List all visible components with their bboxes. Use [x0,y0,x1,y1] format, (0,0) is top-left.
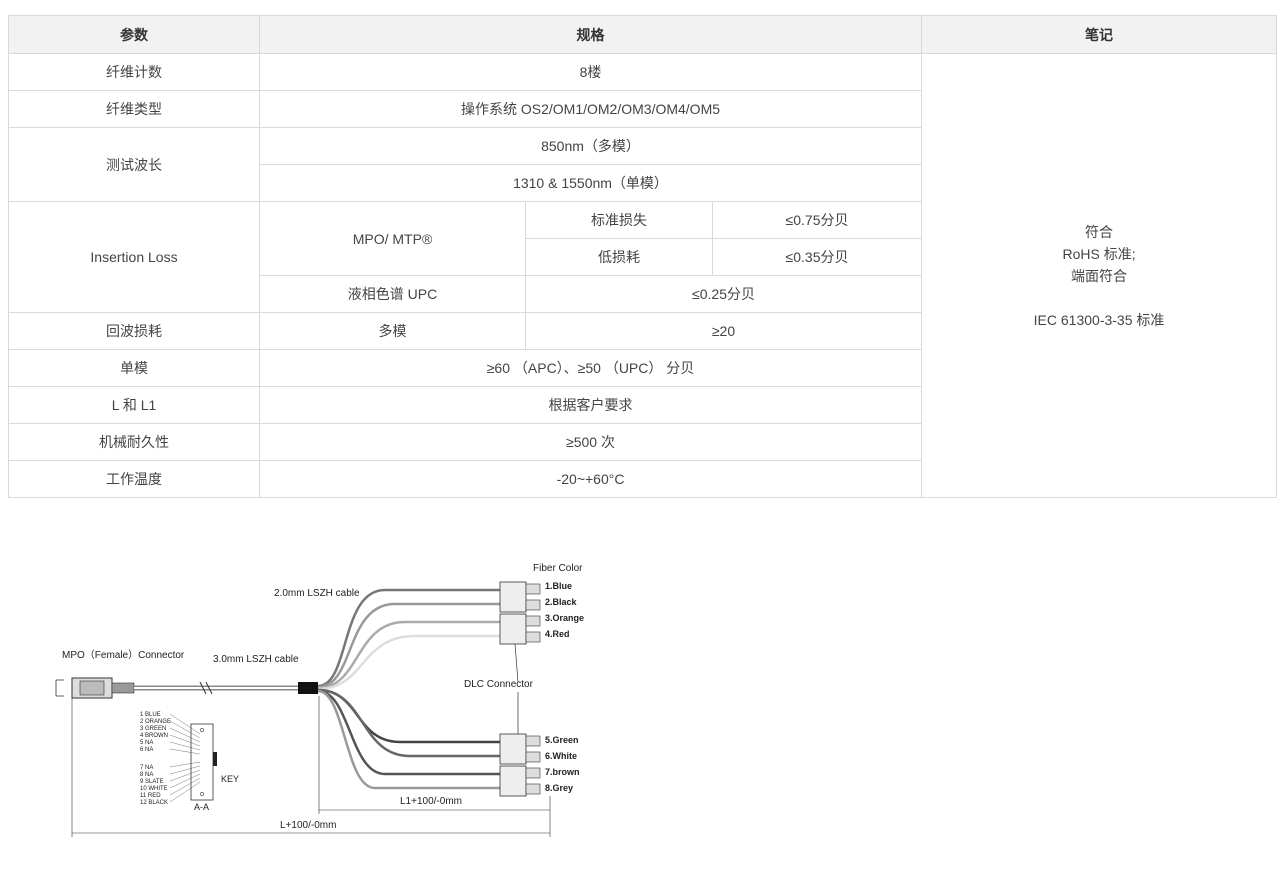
main-cable [134,681,318,695]
pinout-labels: 1 BLUE 2 ORANGE 3 GREEN 4 BROWN 5 NA 6 N… [140,712,171,806]
fiber-label-6: 6.White [545,751,577,761]
low-loss-label: 低损耗 [525,238,713,276]
fiber-label-5: 5.Green [545,735,579,745]
dlc-leader-lines [514,643,519,734]
pin-label: 7 NA [140,765,153,771]
pin-label: 3 GREEN [140,726,166,732]
pin-label: 6 NA [140,747,153,753]
cable-3mm-label: 3.0mm LSZH cable [213,654,299,665]
notes-cell: 符合 RoHS 标准; 端面符合 IEC 61300-3-35 标准 [921,53,1278,498]
table-row: 工作温度 -20~+60°C [8,460,1277,498]
return-loss-sub: 多模 [259,312,526,350]
return-loss-value: ≥20 [524,312,923,350]
aa-label: A-A [194,802,209,812]
dlc-connector-3 [499,733,541,765]
fiber-label-2: 2.Black [545,597,578,607]
mpo-connector-label: MPO（Female）Connector [62,649,185,661]
fiber-label-4: 4.Red [545,629,570,639]
pin-label: 2 ORANGE [140,719,171,725]
header-notes: 笔记 [921,15,1278,54]
pinout-block: KEY A-A [190,723,239,812]
dlc-connector-1 [499,581,541,613]
pin-label: 5 NA [140,740,153,746]
lc-upc-value: ≤0.25分贝 [524,275,923,313]
pin-label: 8 NA [140,772,153,778]
table-row: 纤维类型 操作系统 OS2/OM1/OM2/OM3/OM4/OM5 [8,90,1277,128]
standard-loss-value: ≤0.75分贝 [711,201,923,239]
key-label: KEY [221,774,239,784]
fiber-count-label: 纤维计数 [8,53,260,91]
table-row: 回波损耗 多模 ≥20 [8,312,1277,350]
cable-diagram: Fiber Color 2.0mm LSZH cable 3.0mm LSZH … [55,563,584,837]
dlc-connector-2 [499,613,541,645]
header-row: 参数 规格 笔记 [8,15,1278,54]
fanout-fibers [317,588,500,790]
single-mode-label: 单模 [8,349,260,387]
standard-loss-label: 标准损失 [525,201,713,239]
temperature-label: 工作温度 [8,460,260,498]
insertion-loss-mpo: MPO/ MTP® [259,201,526,276]
fiber-count-value: 8楼 [258,53,923,91]
fiber-label-3: 3.Orange [545,613,584,623]
fiber-label-8: 8.Grey [545,783,573,793]
fiber-label-7: 7.brown [545,767,580,777]
wavelength-multimode: 850nm（多模） [258,127,923,165]
pinout-leaders [169,713,201,803]
return-loss-label: 回波损耗 [8,312,260,350]
table-row: 液相色谱 UPC ≤0.25分贝 [9,275,1277,313]
low-loss-value: ≤0.35分贝 [711,238,923,276]
spec-table: 参数 规格 笔记 纤维计数 8楼 符合 RoHS 标准; 端面符合 IEC 61… [8,15,1278,498]
mpo-connector [55,677,135,699]
temperature-value: -20~+60°C [258,460,923,498]
lc-upc-label: 液相色谱 UPC [259,275,526,313]
insertion-loss-label: Insertion Loss [8,201,260,313]
pin-label: 12 BLACK [140,800,168,806]
pin-label: 9 SLATE [140,779,164,785]
header-param: 参数 [8,15,260,54]
table-row: 低损耗 ≤0.35分贝 [9,238,1277,276]
single-mode-value: ≥60 （APC）、≥50 （UPC） 分贝 [258,349,923,387]
durability-label: 机械耐久性 [8,423,260,461]
dimension-l1: L1+100/-0mm [318,696,551,814]
table-row: L 和 L1 根据客户要求 [8,386,1277,424]
wavelength-singlemode: 1310 & 1550nm（单模） [258,164,923,202]
l1-label: L1+100/-0mm [400,796,462,807]
fiber-label-1: 1.Blue [545,581,572,591]
pin-label: 4 BROWN [140,733,168,739]
durability-value: ≥500 次 [258,423,923,461]
table-row: 纤维计数 8楼 符合 RoHS 标准; 端面符合 IEC 61300-3-35 … [8,53,1278,498]
cable-2mm-label: 2.0mm LSZH cable [274,588,360,599]
fiber-color-title: Fiber Color [533,563,583,574]
dlc-connector-label: DLC Connector [464,679,534,690]
pin-label: 11 RED [140,793,161,799]
dimension-l: L+100/-0mm [71,698,551,837]
fiber-type-value: 操作系统 OS2/OM1/OM2/OM3/OM4/OM5 [258,90,923,128]
l-label: L+100/-0mm [280,820,336,831]
pin-label: 10 WHITE [140,786,168,792]
table-row: Insertion Loss MPO/ MTP® 标准损失 ≤0.75分贝 [8,201,1277,313]
pin-label: 1 BLUE [140,712,161,718]
wavelength-label: 测试波长 [8,127,260,202]
dlc-connector-4 [499,765,541,797]
header-spec: 规格 [258,15,923,54]
fiber-type-label: 纤维类型 [8,90,260,128]
length-label: L 和 L1 [8,386,260,424]
length-value: 根据客户要求 [258,386,923,424]
